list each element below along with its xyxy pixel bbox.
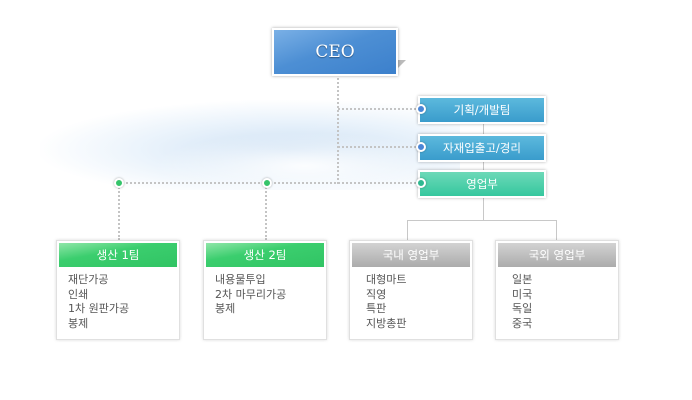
ceo-vertical-connector bbox=[337, 74, 339, 184]
connector-team2 bbox=[265, 184, 267, 240]
duty-item: 독일 bbox=[512, 302, 533, 315]
duty-item: 특판 bbox=[366, 302, 387, 315]
duty-item: 인쇄 bbox=[68, 287, 89, 301]
team-box-production-1[interactable]: 생산 1팀 재단가공 인쇄 1차 원판가공 봉제 bbox=[56, 240, 180, 340]
team-header: 생산 2팀 bbox=[206, 243, 324, 267]
node-dot-icon bbox=[416, 178, 426, 188]
duty-item: 중국 bbox=[512, 316, 533, 330]
node-dot-icon bbox=[114, 178, 124, 188]
cloud-highlight bbox=[140, 130, 440, 190]
team-duties: 일본 미국 독일 중국 bbox=[496, 273, 618, 331]
team-duties: 대형마트 직영 특판 지방총판 bbox=[350, 273, 472, 331]
team-box-domestic-sales[interactable]: 국내 영업부 대형마트 직영 특판 지방총판 bbox=[349, 240, 473, 340]
team-box-overseas-sales[interactable]: 국외 영업부 일본 미국 독일 중국 bbox=[495, 240, 619, 340]
duty-item: 재단가공 bbox=[68, 273, 109, 286]
sales-overseas-line bbox=[556, 220, 557, 240]
sales-branch-line bbox=[407, 220, 557, 221]
team-header: 생산 1팀 bbox=[59, 243, 177, 267]
connector-team1 bbox=[118, 184, 120, 240]
node-dot-icon bbox=[262, 178, 272, 188]
duty-item: 봉제 bbox=[68, 316, 89, 330]
staff-box-planning[interactable]: 기획/개발팀 bbox=[418, 96, 546, 124]
team-header: 국내 영업부 bbox=[352, 243, 470, 267]
node-dot-icon bbox=[416, 142, 426, 152]
duty-item: 미국 bbox=[512, 287, 533, 301]
team-header: 국외 영업부 bbox=[498, 243, 616, 267]
connector-materials bbox=[338, 146, 420, 148]
connector-planning bbox=[338, 108, 420, 110]
duty-item: 1차 원판가공 bbox=[68, 302, 130, 315]
duty-item: 내용물투입 bbox=[215, 273, 266, 286]
staff-box-sales[interactable]: 영업부 bbox=[418, 170, 546, 198]
ceo-box[interactable]: CEO bbox=[272, 28, 398, 76]
staff-box-materials[interactable]: 자재입출고/경리 bbox=[418, 134, 546, 162]
duty-item: 일본 bbox=[512, 273, 533, 286]
sales-domestic-line bbox=[407, 220, 408, 240]
duty-item: 직영 bbox=[366, 287, 387, 301]
duty-item: 2차 마무리가공 bbox=[215, 287, 287, 301]
duty-item: 봉제 bbox=[215, 302, 236, 315]
node-dot-icon bbox=[416, 104, 426, 114]
team-duties: 내용물투입 2차 마무리가공 봉제 bbox=[204, 273, 326, 317]
team-box-production-2[interactable]: 생산 2팀 내용물투입 2차 마무리가공 봉제 bbox=[203, 240, 327, 340]
duty-item: 대형마트 bbox=[366, 273, 407, 286]
duty-item: 지방총판 bbox=[366, 316, 407, 330]
team-duties: 재단가공 인쇄 1차 원판가공 봉제 bbox=[57, 273, 179, 331]
